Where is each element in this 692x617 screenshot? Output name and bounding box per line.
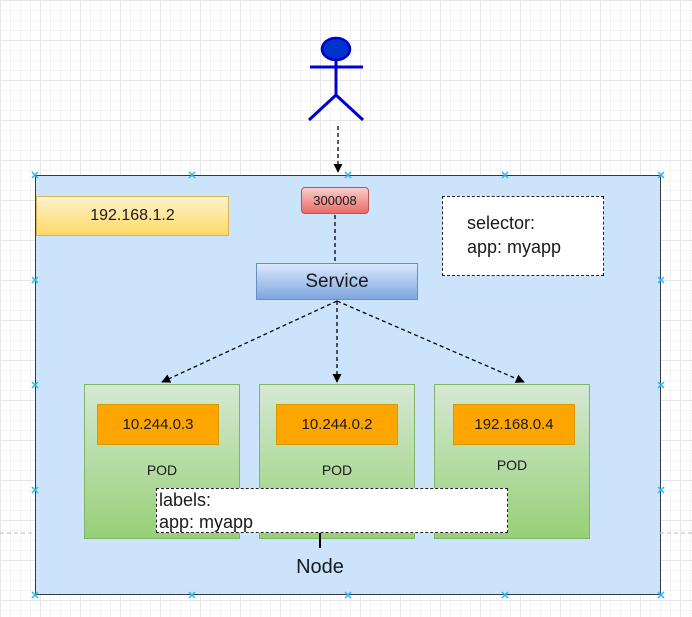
selector-line-2: app: myapp <box>467 237 562 257</box>
pod-label: POD <box>146 462 178 478</box>
connector-service-to-pod-3 <box>336 300 525 383</box>
pod-label: POD <box>321 462 353 478</box>
service-box[interactable]: Service <box>256 263 418 300</box>
labels-line-2: app: myapp <box>159 512 254 532</box>
selector-line-1: selector: <box>467 213 536 233</box>
pod-labels-note[interactable]: labels: app: myapp <box>156 488 508 533</box>
node-port-badge[interactable]: 300008 <box>301 187 369 214</box>
connector-service-to-pod-1 <box>161 300 338 383</box>
selection-handles[interactable] <box>31 171 665 599</box>
pod-ip[interactable]: 10.244.0.3 <box>97 404 219 445</box>
stick-figure-user-icon[interactable] <box>307 36 365 122</box>
pod-ip[interactable]: 10.244.0.2 <box>276 404 398 445</box>
node-caption: Node <box>296 556 344 578</box>
labels-line-1: labels: <box>159 490 212 510</box>
pod-label: POD <box>496 457 528 473</box>
node-host-ip[interactable]: 192.168.1.2 <box>36 196 229 236</box>
pod-ip[interactable]: 192.168.0.4 <box>453 404 575 445</box>
service-selector-note[interactable]: selector: app: myapp <box>442 196 604 276</box>
